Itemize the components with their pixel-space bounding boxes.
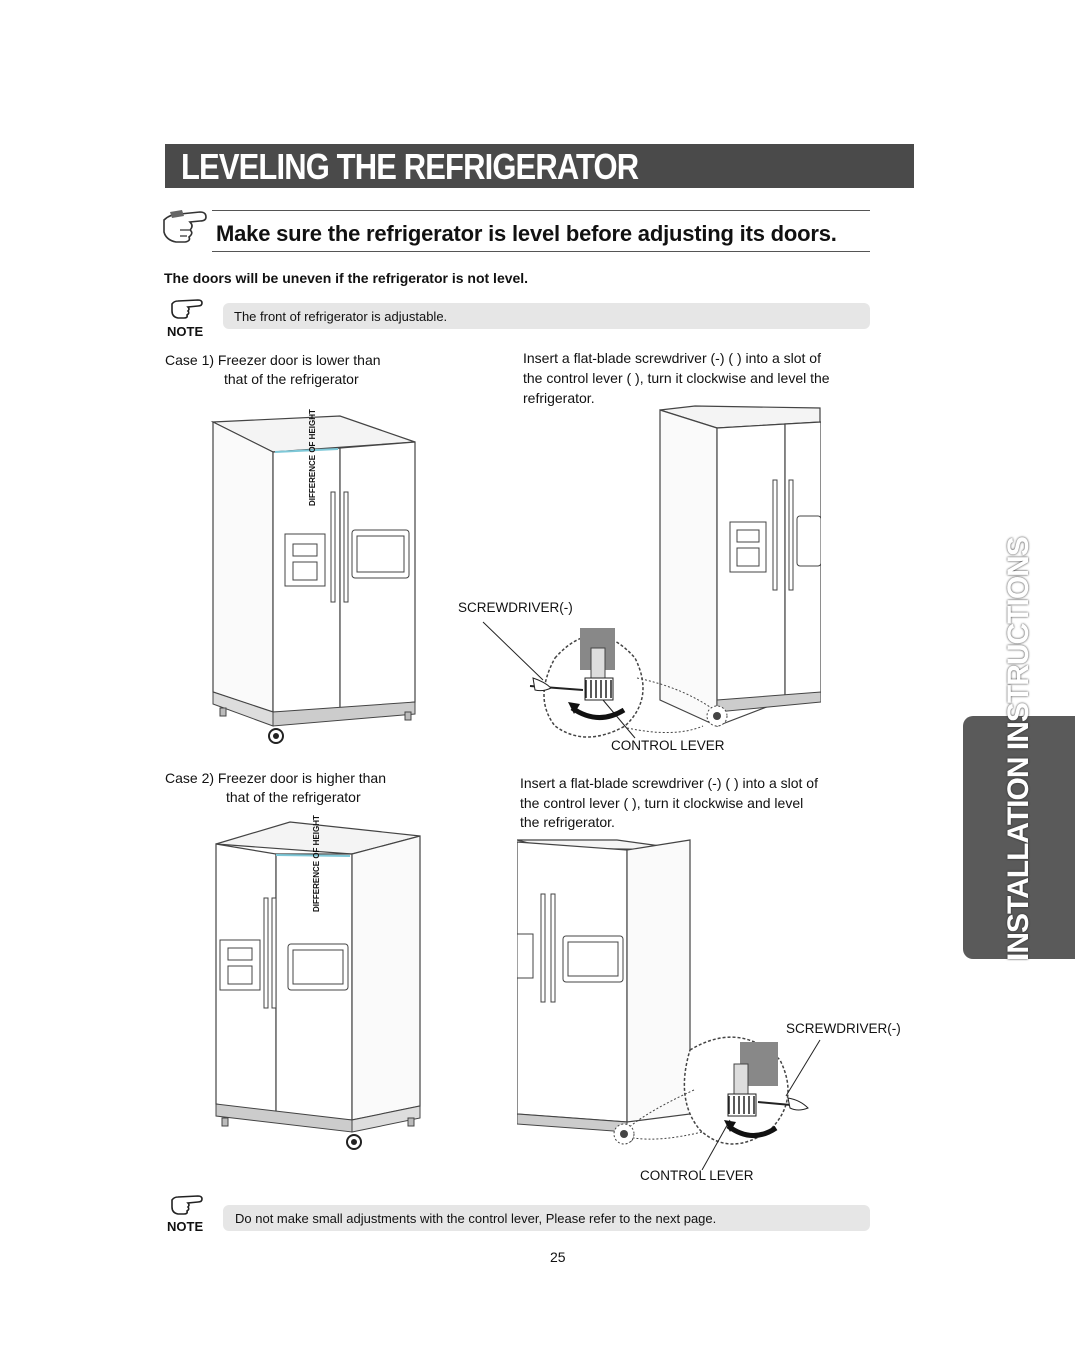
case2-control-lever-label: CONTROL LEVER	[640, 1168, 754, 1183]
case2-line1: Case 2) Freezer door is higher than	[165, 770, 386, 786]
case1-line1: Case 1) Freezer door is lower than	[165, 352, 381, 368]
note-hand-icon-bottom	[171, 1195, 203, 1215]
subheading: Make sure the refrigerator is level befo…	[216, 221, 837, 246]
subheading-rule-top	[212, 210, 870, 211]
page-title: LEVELING THE REFRIGERATOR	[181, 146, 639, 187]
case2-screwdriver-label: SCREWDRIVER(-)	[786, 1021, 901, 1036]
case1-screwdriver-label: SCREWDRIVER(-)	[458, 600, 573, 615]
section-side-tab: INSTALLATION INSTRUCTIONS	[963, 537, 1075, 961]
case2-fridge-side-illustration	[517, 839, 691, 1143]
note-label-bottom: NOTE	[167, 1219, 204, 1234]
case1-height-label: DIFFERENCE OF HEIGHT	[308, 409, 317, 506]
case2-control-lever-detail	[613, 1036, 821, 1170]
case1-fridge-front-illustration	[210, 415, 416, 744]
side-tab-label: INSTALLATION INSTRUCTIONS	[1002, 537, 1035, 961]
case1-control-lever-label: CONTROL LEVER	[611, 738, 725, 753]
rotation-arrow-icon-case2	[724, 1120, 778, 1138]
case2-instr1: Insert a flat-blade screwdriver (-) ( ) …	[520, 775, 818, 791]
page-number: 25	[550, 1249, 566, 1265]
note-box-bottom: Do not make small adjustments with the c…	[223, 1205, 870, 1231]
note-label-top: NOTE	[167, 324, 204, 339]
note-text-bottom: Do not make small adjustments with the c…	[235, 1211, 717, 1226]
note-box-top: The front of refrigerator is adjustable.	[223, 303, 870, 329]
case2-line2: that of the refrigerator	[226, 789, 361, 805]
case1-line2: that of the refrigerator	[224, 371, 359, 387]
intro-text: The doors will be uneven if the refriger…	[164, 270, 529, 286]
page-title-bar: LEVELING THE REFRIGERATOR	[165, 144, 914, 188]
case2-height-label: DIFFERENCE OF HEIGHT	[312, 815, 321, 912]
case2-fridge-front-illustration	[215, 821, 421, 1150]
pointing-hand-icon	[163, 210, 207, 243]
note-hand-icon	[171, 299, 203, 319]
rotation-arrow-icon	[568, 702, 626, 720]
case1-instr1: Insert a flat-blade screwdriver (-) ( ) …	[523, 350, 821, 366]
case2-instr3: the refrigerator.	[520, 814, 615, 830]
case1-control-lever-detail	[482, 621, 728, 739]
case2-instr2: the control lever ( ), turn it clockwise…	[520, 795, 804, 811]
case1-instr2: the control lever ( ), turn it clockwise…	[523, 370, 830, 386]
subheading-rule-bottom	[212, 251, 870, 252]
case1-fridge-side-illustration	[659, 405, 821, 727]
case1-instr3: refrigerator.	[523, 390, 595, 406]
note-text-top: The front of refrigerator is adjustable.	[234, 309, 448, 324]
